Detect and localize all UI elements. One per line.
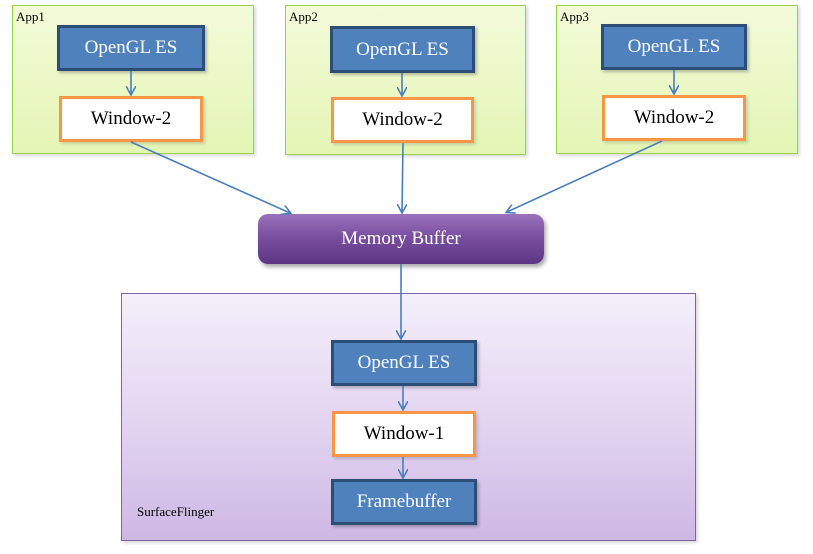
app3-opengl-box: OpenGL ES bbox=[601, 24, 747, 70]
surfaceflinger-window-box: Window-1 bbox=[332, 411, 476, 457]
framebuffer-box: Framebuffer bbox=[331, 479, 477, 525]
app1-label: App1 bbox=[16, 9, 45, 24]
memory-buffer-box: Memory Buffer bbox=[258, 214, 544, 264]
app3-window-box: Window-2 bbox=[602, 95, 746, 141]
app1-window-box: Window-2 bbox=[59, 96, 203, 142]
app2-opengl-box: OpenGL ES bbox=[330, 26, 475, 73]
surfaceflinger-opengl-box: OpenGL ES bbox=[331, 340, 477, 386]
app3-label: App3 bbox=[560, 9, 589, 24]
surfaceflinger-label: SurfaceFlinger bbox=[137, 504, 215, 519]
app2-window-box: Window-2 bbox=[331, 97, 474, 143]
app2-label: App2 bbox=[289, 9, 318, 24]
app1-opengl-box: OpenGL ES bbox=[57, 25, 205, 71]
